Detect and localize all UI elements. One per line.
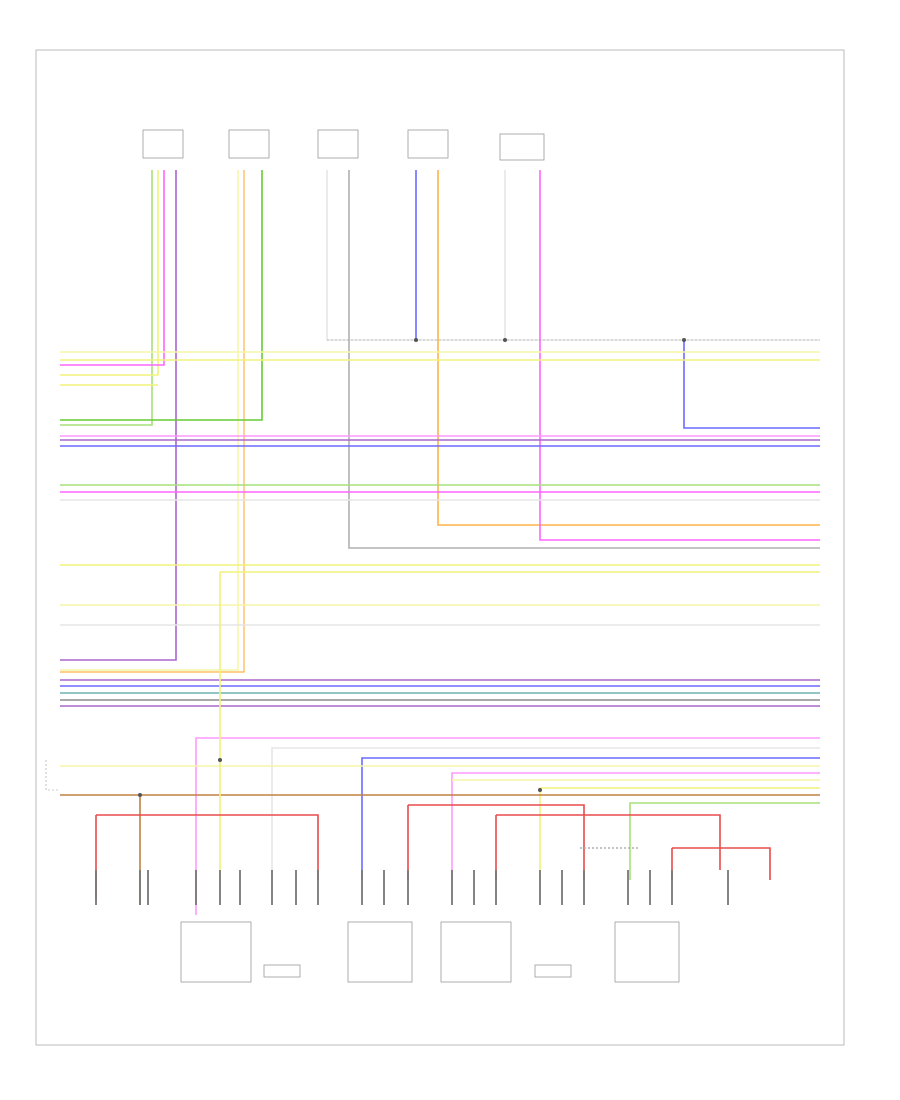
bottom-module-3 — [347, 921, 413, 983]
top-vertical-wires — [60, 170, 820, 673]
diagram-frame — [35, 49, 845, 1046]
top-connector-2 — [228, 129, 270, 159]
bottom-module-4 — [440, 921, 512, 983]
lower-routing-wires — [60, 572, 820, 915]
top-connector-3 — [317, 129, 359, 159]
horizontal-bus-wires — [60, 351, 820, 707]
bottom-module-1 — [180, 921, 252, 983]
bottom-components — [180, 921, 680, 983]
top-connector-1 — [142, 129, 184, 159]
dashed-lines — [45, 339, 820, 791]
top-connector-4 — [407, 129, 449, 159]
top-connector-5 — [499, 133, 545, 161]
bottom-module-2 — [263, 964, 301, 978]
bottom-module-6 — [614, 921, 680, 983]
junction-dots — [138, 338, 686, 797]
bottom-module-5 — [534, 964, 572, 978]
bottom-pins — [95, 870, 729, 905]
